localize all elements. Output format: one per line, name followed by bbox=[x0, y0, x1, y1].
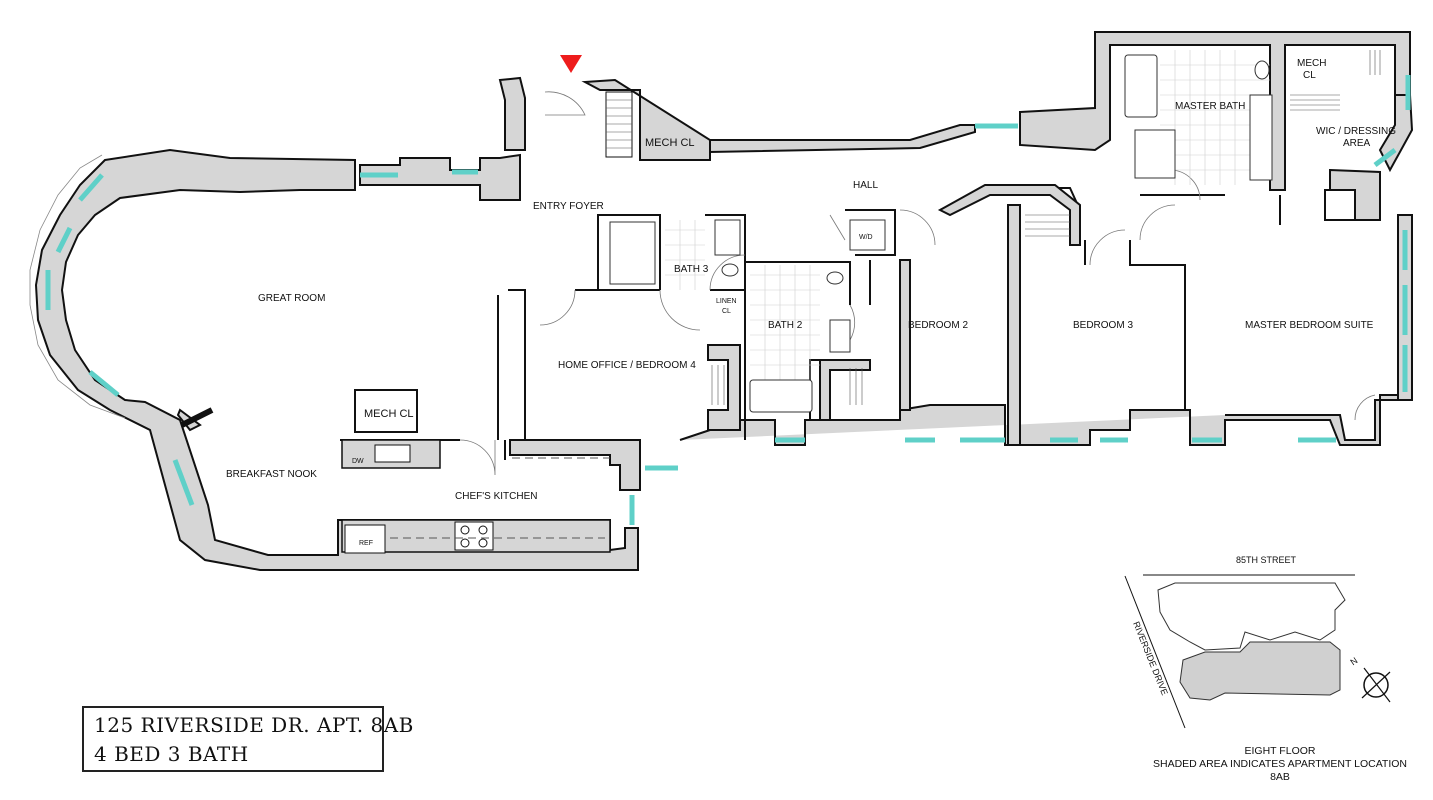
label-master-bedroom: MASTER BEDROOM SUITE bbox=[1245, 320, 1374, 331]
refrigerator bbox=[344, 524, 386, 554]
label-wic-1: WIC / DRESSING bbox=[1316, 126, 1396, 137]
floor-note-line1: EIGHT FLOOR bbox=[1244, 745, 1316, 757]
floor-note-line3: 8AB bbox=[1270, 771, 1290, 783]
bedroom3-closet-shelves bbox=[1025, 214, 1070, 237]
wic-lower-block bbox=[1324, 189, 1356, 221]
label-mech-kitchen: MECH CL bbox=[364, 408, 414, 420]
master-shower bbox=[1134, 129, 1176, 179]
label-bath-2: BATH 2 bbox=[768, 320, 803, 331]
bath3-tile bbox=[665, 220, 705, 290]
label-linen-2: CL bbox=[722, 308, 731, 315]
apartment-shaded-area bbox=[1179, 641, 1341, 701]
label-great-room: GREAT ROOM bbox=[258, 293, 325, 304]
floor-note: EIGHT FLOOR SHADED AREA INDICATES APARTM… bbox=[1130, 745, 1430, 784]
entry-closet-block bbox=[581, 78, 711, 161]
label-entry-foyer: ENTRY FOYER bbox=[533, 201, 604, 212]
floor-note-line2: SHADED AREA INDICATES APARTMENT LOCATION bbox=[1153, 758, 1407, 770]
hall-top-wall bbox=[709, 124, 976, 154]
label-bedroom-2: BEDROOM 2 bbox=[908, 320, 968, 331]
label-bath-3: BATH 3 bbox=[674, 264, 709, 275]
great-room-curved-wall bbox=[34, 148, 639, 571]
label-linen-1: LINEN bbox=[716, 298, 737, 305]
cooktop-burners bbox=[460, 525, 488, 548]
label-bedroom-3: BEDROOM 3 bbox=[1073, 320, 1133, 331]
label-85th-street: 85TH STREET bbox=[1236, 555, 1297, 565]
label-breakfast-nook: BREAKFAST NOOK bbox=[226, 469, 317, 480]
bedroom2-top-wall bbox=[937, 184, 1081, 246]
great-room-outer-balcony-line bbox=[29, 154, 126, 419]
entry-closet-shelves bbox=[605, 91, 633, 158]
bath2-toilet bbox=[826, 271, 844, 285]
label-wic-2: AREA bbox=[1343, 138, 1371, 149]
label-master-bath: MASTER BATH bbox=[1175, 101, 1245, 112]
master-vanity bbox=[1249, 94, 1273, 181]
listing-address: 125 RIVERSIDE DR. APT. 8AB bbox=[94, 713, 414, 737]
kitchen-mech-closet bbox=[354, 389, 418, 433]
north-arrow-icon: N bbox=[1348, 655, 1391, 703]
riverside-drive-line bbox=[1124, 575, 1186, 729]
listing-title-box: 125 RIVERSIDE DR. APT. 8AB 4 BED 3 BATH bbox=[82, 706, 413, 772]
label-hall: HALL bbox=[853, 180, 878, 191]
bedroom3-left-wall bbox=[1007, 204, 1021, 446]
bath2-vanity bbox=[829, 319, 851, 353]
master-tub bbox=[1124, 54, 1158, 118]
linen-shelves bbox=[711, 365, 725, 405]
entry-left-pier bbox=[498, 76, 526, 151]
wic-shelves bbox=[1290, 50, 1381, 111]
label-mech-top-1: MECH bbox=[1297, 58, 1326, 69]
windows bbox=[45, 75, 1411, 525]
label-mech-entry: MECH CL bbox=[645, 137, 695, 149]
breakfast-column bbox=[180, 407, 214, 428]
label-ref: REF bbox=[359, 540, 373, 547]
bath3-sink bbox=[714, 219, 741, 256]
svg-text:N: N bbox=[1348, 655, 1359, 667]
bath2-vanity-wall bbox=[819, 359, 871, 421]
cooktop bbox=[454, 521, 494, 551]
kitchen-sink bbox=[374, 444, 411, 463]
linen-cl-wall bbox=[707, 344, 741, 431]
label-chefs-kitchen: CHEF'S KITCHEN bbox=[455, 491, 537, 502]
entry-marker-icon bbox=[560, 55, 582, 73]
master-toilet bbox=[1254, 60, 1270, 80]
bath2-tile bbox=[750, 265, 820, 380]
master-bath-wall-left bbox=[1019, 31, 1411, 191]
location-map: 85TH STREET RIVERSIDE DRIVE N bbox=[1124, 555, 1391, 729]
label-dw: DW bbox=[352, 458, 364, 465]
bath3-toilet bbox=[721, 263, 739, 277]
label-mech-top-2: CL bbox=[1303, 70, 1316, 81]
bedroom-bottom-wall bbox=[679, 394, 1399, 446]
wd-closet bbox=[849, 219, 886, 251]
label-riverside-drive: RIVERSIDE DRIVE bbox=[1131, 620, 1170, 697]
bedroom2-closet-wall bbox=[899, 259, 911, 411]
bath3-shower bbox=[609, 221, 656, 285]
building-outline bbox=[1157, 582, 1346, 651]
office-bottom-wall bbox=[509, 439, 641, 491]
bath2-tub bbox=[749, 379, 813, 413]
bedroom2-closet-shelves bbox=[849, 368, 863, 405]
listing-summary: 4 BED 3 BATH bbox=[94, 742, 249, 766]
label-home-office: HOME OFFICE / BEDROOM 4 bbox=[558, 360, 696, 371]
great-room-top-wall bbox=[359, 153, 521, 201]
label-wd: W/D bbox=[859, 234, 873, 241]
